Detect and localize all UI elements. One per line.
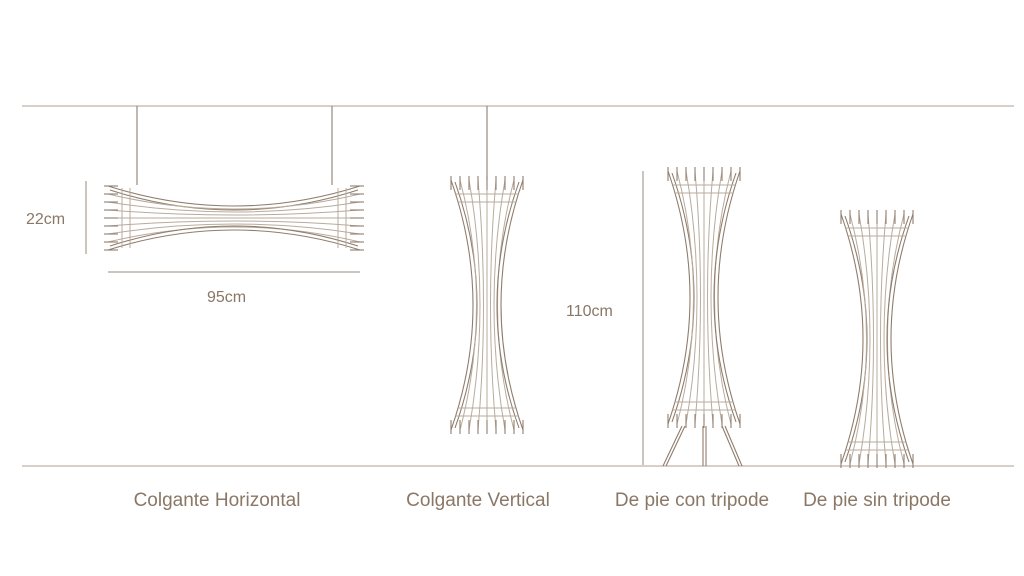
lamp-slat xyxy=(500,179,524,431)
tripod-leg-left xyxy=(662,425,683,467)
lamp-sin-tripode-slats xyxy=(840,210,914,468)
lamp-colgante-vertical xyxy=(450,106,524,434)
tripod-leg-right-edge xyxy=(724,425,743,467)
lamp-slat xyxy=(107,193,361,210)
lamp-slat-edge xyxy=(496,181,520,429)
caption-de-pie-con-tripode: De pie con tripode xyxy=(615,490,769,511)
tripod-leg-left-edge xyxy=(665,425,686,467)
height-label-horizontal: 22cm xyxy=(26,211,65,228)
lamp-slat xyxy=(858,213,871,465)
lamp-slat xyxy=(840,213,864,465)
lamp-slat xyxy=(717,170,741,425)
lamp-slat-edge xyxy=(109,189,359,211)
tripod-leg-right xyxy=(721,425,740,467)
lamp-slat xyxy=(107,220,361,227)
lamp-slat xyxy=(849,213,867,465)
tripod-legs xyxy=(662,425,743,467)
lamp-slat xyxy=(107,223,361,235)
lamp-slat-edge xyxy=(109,225,359,247)
lamp-slat xyxy=(477,179,484,431)
lamp-vertical-slats xyxy=(450,176,524,434)
lamp-slat xyxy=(493,179,506,431)
lamp-tripode-slats xyxy=(667,167,741,428)
lamp-de-pie-sin-tripode xyxy=(840,210,914,468)
width-label-horizontal: 95cm xyxy=(207,289,246,306)
lamp-slat xyxy=(707,170,714,425)
lamp-slat xyxy=(714,170,732,425)
lamp-slat xyxy=(450,179,474,431)
lamp-slat xyxy=(710,170,723,425)
lamp-slat-edge xyxy=(886,215,910,463)
lamp-slat xyxy=(468,179,481,431)
lamp-slat xyxy=(107,226,361,243)
lamp-slat xyxy=(883,213,896,465)
lamp-horizontal-slats xyxy=(104,185,364,251)
height-label-floor: 110cm xyxy=(566,303,613,320)
lamp-slat xyxy=(676,170,694,425)
lamp-slat xyxy=(107,209,361,216)
lamp-slat xyxy=(459,179,477,431)
lamp-slat-edge xyxy=(713,172,737,423)
lamp-slat xyxy=(490,179,497,431)
lamp-slat xyxy=(694,170,701,425)
lamp-slat xyxy=(890,213,914,465)
caption-de-pie-sin-tripode: De pie sin tripode xyxy=(803,490,951,511)
lamp-slat xyxy=(867,213,874,465)
lamp-slat xyxy=(107,201,361,213)
lamp-slat-edge xyxy=(844,215,868,463)
lamp-colgante-horizontal xyxy=(104,106,364,251)
lamp-de-pie-con-tripode xyxy=(662,167,743,467)
caption-colgante-horizontal: Colgante Horizontal xyxy=(134,490,301,511)
lamp-slat xyxy=(880,213,887,465)
lamp-slat xyxy=(107,229,361,251)
lamp-slat xyxy=(667,170,691,425)
lamp-slat xyxy=(685,170,698,425)
caption-colgante-vertical: Colgante Vertical xyxy=(406,490,550,511)
lamp-slat-edge xyxy=(671,172,695,423)
lamp-slat-edge xyxy=(454,181,478,429)
lamp-slat xyxy=(107,185,361,207)
